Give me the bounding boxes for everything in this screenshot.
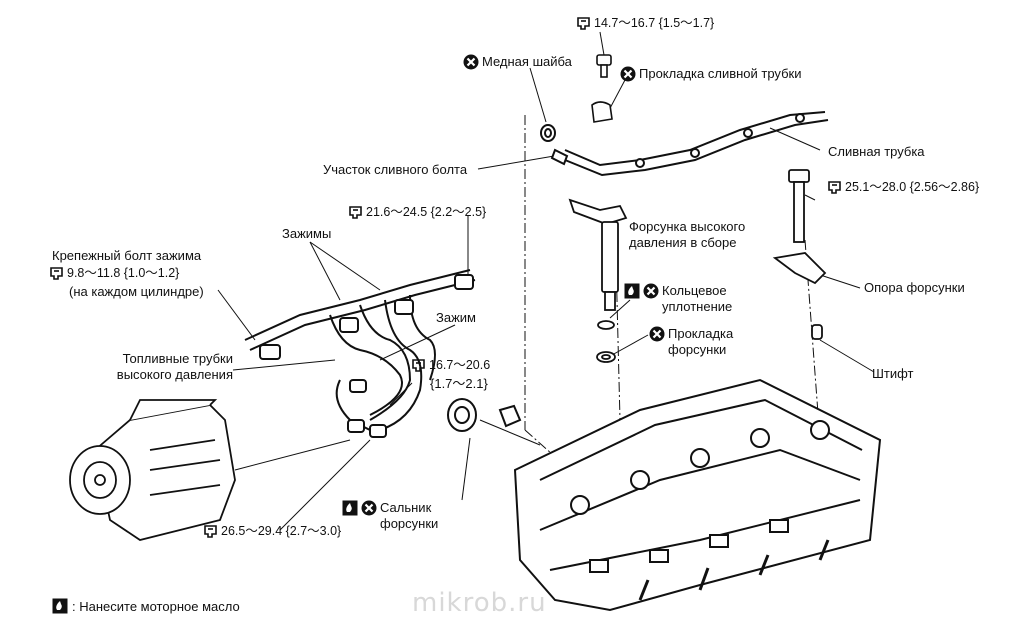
- non-reusable-part-icon: [643, 283, 659, 299]
- torque-wrench-icon: [412, 359, 425, 372]
- non-reusable-part-icon: [463, 54, 479, 70]
- clamp-label: Зажим: [436, 310, 476, 325]
- injector-support-label: Опора форсунки: [864, 280, 965, 295]
- torque-wrench-icon: [577, 17, 590, 30]
- support-bolt-torque: 25.1～28.0 {2.56～2.86}: [828, 180, 979, 195]
- drain-tube-gasket-text: Прокладка сливной трубки: [639, 66, 802, 81]
- support-bolt-torque-value: 25.1～28.0 {2.56～2.86}: [845, 180, 980, 194]
- non-reusable-part-icon: [620, 66, 636, 82]
- injector-assy-label-2: давления в сборе: [629, 235, 737, 250]
- clamp-bolt-label-note: (на каждом цилиндре): [69, 284, 204, 299]
- o-ring-text-1: Кольцевое: [662, 283, 727, 298]
- legend-apply-oil-text: : Нанесите моторное масло: [72, 598, 240, 614]
- o-ring-text-2: уплотнение: [662, 299, 733, 314]
- copper-washer-label: Медная шайба: [463, 54, 572, 70]
- injector-seal-label: Сальник форсунки: [342, 500, 438, 532]
- apply-oil-icon: [52, 598, 68, 614]
- clamp-bolt-torque: 9.8～11.8 {1.0～1.2}: [50, 266, 179, 281]
- injector-seal-text-1: Сальник: [380, 500, 432, 515]
- clamp-bolt-label: Крепежный болт зажима: [52, 248, 202, 263]
- pipe-nuts-lower-torque-value: 26.5～29.4 {2.7～3.0}: [221, 524, 342, 538]
- o-ring-label: Кольцевое уплотнение: [624, 283, 732, 315]
- injection-pump: [69, 399, 236, 541]
- non-reusable-part-icon: [649, 326, 665, 342]
- injector-gasket-text-2: форсунки: [668, 342, 727, 357]
- torque-wrench-icon: [50, 267, 63, 280]
- clamp-nut-torque-value: 16.7～20.6: [429, 358, 491, 372]
- fuel-pipes-label-2: высокого давления: [116, 367, 233, 382]
- clamp-nut-torque: 16.7～20.6: [412, 358, 490, 373]
- clamp-bolt-torque-value: 9.8～11.8 {1.0～1.2}: [67, 266, 180, 280]
- injector-support-bolt: [772, 169, 827, 340]
- injector: [568, 198, 628, 363]
- legend: : Нанесите моторное масло: [52, 598, 240, 614]
- pipe-nuts-lower-torque: 26.5～29.4 {2.7～3.0}: [204, 524, 341, 539]
- clamps-label: Зажимы: [282, 226, 332, 241]
- drain-tube: [550, 111, 829, 177]
- drain-bolt-torque: 14.7～16.7 {1.5～1.7}: [577, 16, 714, 31]
- fuel-pipes-label-1: Топливные трубки: [122, 351, 233, 366]
- torque-wrench-icon: [828, 181, 841, 194]
- pin-label: Штифт: [872, 366, 914, 381]
- injector-gasket-text-1: Прокладка: [668, 326, 734, 341]
- injector-assy-label-1: Форсунка высокого: [629, 219, 746, 234]
- cylinder-head: [513, 378, 882, 612]
- injector-gasket-label: Прокладка форсунки: [649, 326, 733, 358]
- injector-seal-text-2: форсунки: [380, 516, 439, 531]
- non-reusable-part-icon: [361, 500, 377, 516]
- fuel-pipes: [244, 269, 476, 438]
- copper-washer-text: Медная шайба: [482, 54, 572, 69]
- drain-bolt-section-label: Участок сливного болта: [323, 162, 468, 177]
- apply-oil-icon: [624, 283, 640, 299]
- torque-wrench-icon: [204, 525, 217, 538]
- pipe-nuts-upper-torque: 21.6～24.5 {2.2～2.5}: [349, 205, 486, 220]
- drain-bolt: [591, 54, 613, 123]
- watermark: mikrob.ru: [412, 588, 547, 618]
- apply-oil-icon: [342, 500, 358, 516]
- clamp-nut-torque-kgf: {1.7～2.1}: [430, 376, 488, 391]
- drain-tube-gasket-label: Прокладка сливной трубки: [620, 66, 801, 82]
- pipe-nuts-upper-torque-value: 21.6～24.5 {2.2～2.5}: [366, 205, 487, 219]
- torque-wrench-icon: [349, 206, 362, 219]
- injector-seal: [447, 398, 522, 432]
- drain-bolt-torque-value: 14.7～16.7 {1.5～1.7}: [594, 16, 715, 30]
- drain-tube-label: Сливная трубка: [828, 144, 925, 159]
- copper-washer: [540, 124, 556, 142]
